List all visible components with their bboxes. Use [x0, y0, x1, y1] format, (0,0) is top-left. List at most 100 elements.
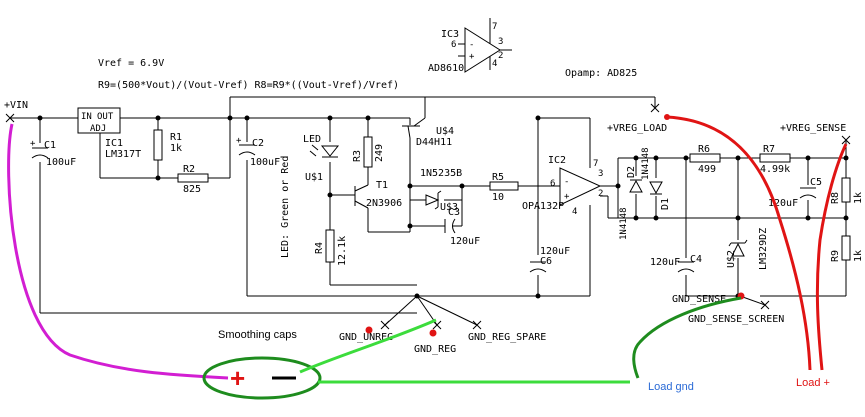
- u4-ref: U$4: [436, 126, 454, 137]
- c2-value: 100uF: [250, 157, 280, 168]
- r7-resistor: [759, 153, 791, 163]
- ic3-pin-2: 2: [498, 51, 503, 61]
- c4-capacitor: [677, 261, 695, 273]
- led-u: U$1: [305, 172, 323, 183]
- net-gnd-unreg: GND_UNREG: [339, 332, 393, 343]
- terminal-markers: [5, 103, 851, 330]
- opamp-note: Opamp: AD825: [565, 68, 637, 79]
- c5-value: 120uF: [768, 198, 798, 209]
- ic2-ref: IC2: [548, 155, 566, 166]
- dark-green-sense-wire: [632, 296, 742, 379]
- r4-ref: R4: [314, 242, 325, 254]
- smoothing-caps-label: Smoothing caps: [218, 329, 297, 341]
- c5-capacitor: [799, 187, 817, 199]
- r1-ref: R1: [170, 132, 182, 143]
- ic2-pin-4: 4: [572, 207, 577, 217]
- u4-transistor: [402, 117, 426, 139]
- net-gnd-reg-spare: GND_REG_SPARE: [468, 332, 546, 343]
- ic2-pin-7: 7: [593, 159, 598, 169]
- net-vin: +VIN: [4, 100, 28, 111]
- r8-ref: R8: [830, 192, 841, 204]
- ic2-part: OPA132P: [522, 201, 564, 212]
- ic2-minus-sign: -: [564, 177, 569, 187]
- ic3-minus-sign: -: [469, 40, 474, 50]
- c6-capacitor: [529, 261, 547, 273]
- plus-mark: +: [230, 363, 245, 393]
- net-vreg-load: +VREG_LOAD: [607, 123, 667, 134]
- ic1-part: LM317T: [105, 149, 141, 160]
- load-plus-label: Load +: [796, 377, 830, 389]
- r7-value: 4.99k: [760, 164, 790, 175]
- ic2-pin-6: 6: [550, 179, 555, 189]
- r2-resistor: [177, 173, 209, 183]
- t1-ref: T1: [376, 180, 388, 191]
- net-vreg-sense: +VREG_SENSE: [780, 123, 846, 134]
- u4-part: D44H11: [416, 137, 452, 148]
- smoothing-caps-ellipse: [202, 356, 322, 400]
- led-diode: [309, 144, 340, 158]
- ic2-pin-2: 2: [598, 189, 603, 199]
- r4-value: 12.1k: [337, 236, 348, 266]
- r7-ref: R7: [763, 144, 775, 155]
- ic2-opamp: - +: [559, 167, 602, 206]
- d1-part: 1N4148: [619, 207, 629, 240]
- t1-transistor: [354, 184, 369, 209]
- ic3-pin-4: 4: [492, 59, 497, 69]
- r4-resistor: [325, 229, 335, 263]
- r6-value: 499: [698, 164, 716, 175]
- led-description: LED: Green or Red: [280, 156, 291, 258]
- r3-ref: R3: [352, 150, 363, 162]
- d2-part: 1N4148: [641, 147, 651, 180]
- u3-ref: U$3: [440, 202, 458, 213]
- r9-ref: R9: [830, 250, 841, 262]
- r6-resistor: [689, 153, 721, 163]
- c2-plus: +: [236, 136, 242, 146]
- c3-value: 120uF: [450, 236, 480, 247]
- ic3-ref: IC3: [441, 29, 459, 40]
- c3-capacitor: [444, 218, 456, 234]
- red-load-plus-wire-1: [666, 115, 812, 371]
- ic3-plus-sign: +: [469, 52, 475, 62]
- c4-ref: C4: [690, 254, 702, 265]
- bright-green-gnd-wire: [299, 318, 437, 374]
- r1-resistor: [153, 129, 163, 161]
- c3-ref: C3: [448, 207, 460, 218]
- ic1-pin-in: IN: [81, 112, 92, 122]
- r5-ref: R5: [492, 172, 504, 183]
- c2-capacitor: +: [236, 136, 256, 156]
- red-load-plus-wire-2: [815, 143, 848, 371]
- d1-ref: D1: [660, 198, 671, 210]
- c6-ref: C6: [540, 256, 552, 267]
- t1-part: 2N3906: [366, 198, 402, 209]
- u2-ref: U$2: [726, 250, 737, 268]
- c5-ref: C5: [810, 177, 822, 188]
- r6-ref: R6: [698, 144, 710, 155]
- r3-resistor: [363, 136, 373, 168]
- r9-resistor: [841, 235, 851, 261]
- vref-formula: Vref = 6.9V: [98, 58, 164, 69]
- r3-value: 249: [374, 144, 385, 162]
- ic3-pin-6: 6: [451, 40, 456, 50]
- ic3-symbol: - +: [458, 18, 512, 73]
- led-ref: LED: [303, 134, 321, 145]
- c4-value: 120uF: [650, 257, 680, 268]
- r9-r8-formula: R9=(500*Vout)/(Vout-Vref) R8=R9*((Vout-V…: [98, 80, 399, 91]
- u2-reference-zener: [728, 239, 748, 257]
- u3-zener: [425, 190, 442, 210]
- r5-resistor: [489, 181, 519, 191]
- ic1-body: [77, 107, 121, 134]
- r8-resistor: [841, 177, 851, 203]
- c1-plus: +: [30, 139, 36, 149]
- u2-part: LM329DZ: [758, 228, 769, 270]
- ic3-pin-7: 7: [492, 22, 497, 32]
- junction-dots: [37, 115, 849, 299]
- r2-value: 825: [183, 184, 201, 195]
- net-gnd-sense: GND_SENSE: [672, 294, 726, 305]
- u3-part: 1N5235B: [420, 168, 462, 179]
- c6-value: 120uF: [540, 246, 570, 257]
- r9-value: 1k: [853, 250, 864, 262]
- load-gnd-label: Load gnd: [648, 381, 694, 393]
- r1-value: 1k: [170, 143, 182, 154]
- net-gnd-sense-screen: GND_SENSE_SCREEN: [688, 314, 784, 325]
